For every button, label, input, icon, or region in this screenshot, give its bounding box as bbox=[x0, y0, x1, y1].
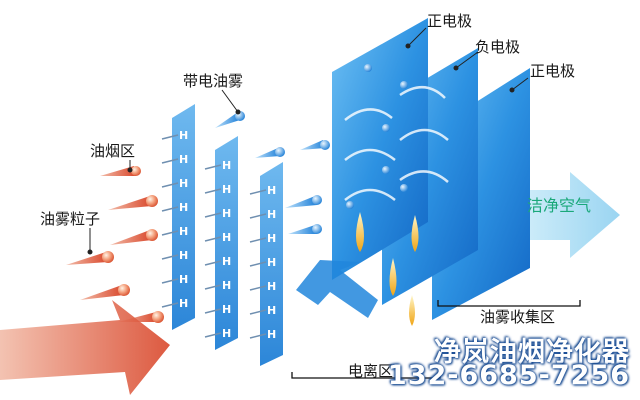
leader-lines bbox=[87, 27, 529, 255]
ion-needle bbox=[204, 188, 222, 194]
label-oil-smoke-zone: 油烟区 bbox=[90, 142, 136, 160]
ion-strip-3 bbox=[260, 162, 283, 366]
collection-bracket bbox=[437, 300, 581, 307]
ion-strip-1 bbox=[172, 104, 195, 330]
emitter-h-mark: H bbox=[267, 208, 276, 221]
emitter-h-mark: H bbox=[222, 159, 231, 172]
emitter-h-mark: H bbox=[267, 256, 276, 269]
ion-needle bbox=[161, 182, 179, 188]
emitter-h-mark: H bbox=[179, 297, 188, 310]
ion-needle bbox=[204, 212, 222, 218]
emitter-h-mark: H bbox=[179, 201, 188, 214]
ion-needle bbox=[204, 284, 222, 290]
ion-needle bbox=[204, 164, 222, 170]
ion-needle bbox=[249, 285, 267, 291]
emitter-h-mark: H bbox=[222, 231, 231, 244]
ion-needle bbox=[249, 213, 267, 219]
ion-needle bbox=[249, 237, 267, 243]
ionization-bracket bbox=[291, 372, 441, 379]
emitter-h-mark: H bbox=[222, 183, 231, 196]
ion-needle bbox=[161, 134, 179, 140]
label-negative-electrode: 负电极 bbox=[475, 38, 521, 56]
charged-mist-particles bbox=[215, 111, 330, 234]
ion-needle bbox=[204, 308, 222, 314]
ion-needle bbox=[161, 230, 179, 236]
label-clean-air: 洁净空气 bbox=[527, 196, 592, 215]
label-charged-oil-mist: 带电油雾 bbox=[183, 72, 244, 90]
ion-needle bbox=[249, 309, 267, 315]
emitter-h-mark: H bbox=[179, 249, 188, 262]
ion-needle bbox=[249, 189, 267, 195]
label-ionization-zone: 电离区 bbox=[348, 362, 394, 380]
ion-needle bbox=[161, 158, 179, 164]
ion-needle bbox=[249, 333, 267, 339]
emitter-h-mark: H bbox=[179, 273, 188, 286]
oil-smoke-inlet-arrow bbox=[0, 300, 170, 395]
emitter-h-mark: H bbox=[222, 303, 231, 316]
label-positive-electrode-1: 正电极 bbox=[427, 12, 473, 30]
collection-plates bbox=[332, 18, 530, 326]
ion-needle bbox=[161, 254, 179, 260]
emitter-h-mark: H bbox=[179, 153, 188, 166]
ion-needle bbox=[204, 236, 222, 242]
emitter-h-mark: H bbox=[267, 184, 276, 197]
emitter-h-mark: H bbox=[179, 225, 188, 238]
label-collection-zone: 油雾收集区 bbox=[480, 308, 556, 326]
emitter-h-mark: H bbox=[222, 279, 231, 292]
ion-needle bbox=[249, 261, 267, 267]
ion-needle bbox=[161, 278, 179, 284]
ion-needle bbox=[161, 206, 179, 212]
emitter-h-mark: H bbox=[267, 328, 276, 341]
emitter-h-mark: H bbox=[222, 207, 231, 220]
oil-mist-particles bbox=[66, 166, 164, 323]
emitter-h-mark: H bbox=[179, 129, 188, 142]
brand-name: 净岚油烟净化器 bbox=[434, 337, 630, 368]
label-oil-mist-particles: 油雾粒子 bbox=[40, 210, 101, 228]
ion-flow-arrow bbox=[296, 260, 378, 318]
emitter-h-mark: H bbox=[179, 177, 188, 190]
ion-needle bbox=[204, 260, 222, 266]
emitter-h-mark: H bbox=[222, 255, 231, 268]
emitter-h-mark: H bbox=[267, 304, 276, 317]
brand-phone: 132-6685-7256 bbox=[387, 360, 630, 391]
emitter-h-mark: H bbox=[267, 232, 276, 245]
ion-needle bbox=[161, 302, 179, 308]
ion-needle bbox=[204, 332, 222, 338]
label-positive-electrode-2: 正电极 bbox=[530, 62, 576, 80]
emitter-h-mark: H bbox=[222, 327, 231, 340]
emitter-h-mark: H bbox=[267, 280, 276, 293]
